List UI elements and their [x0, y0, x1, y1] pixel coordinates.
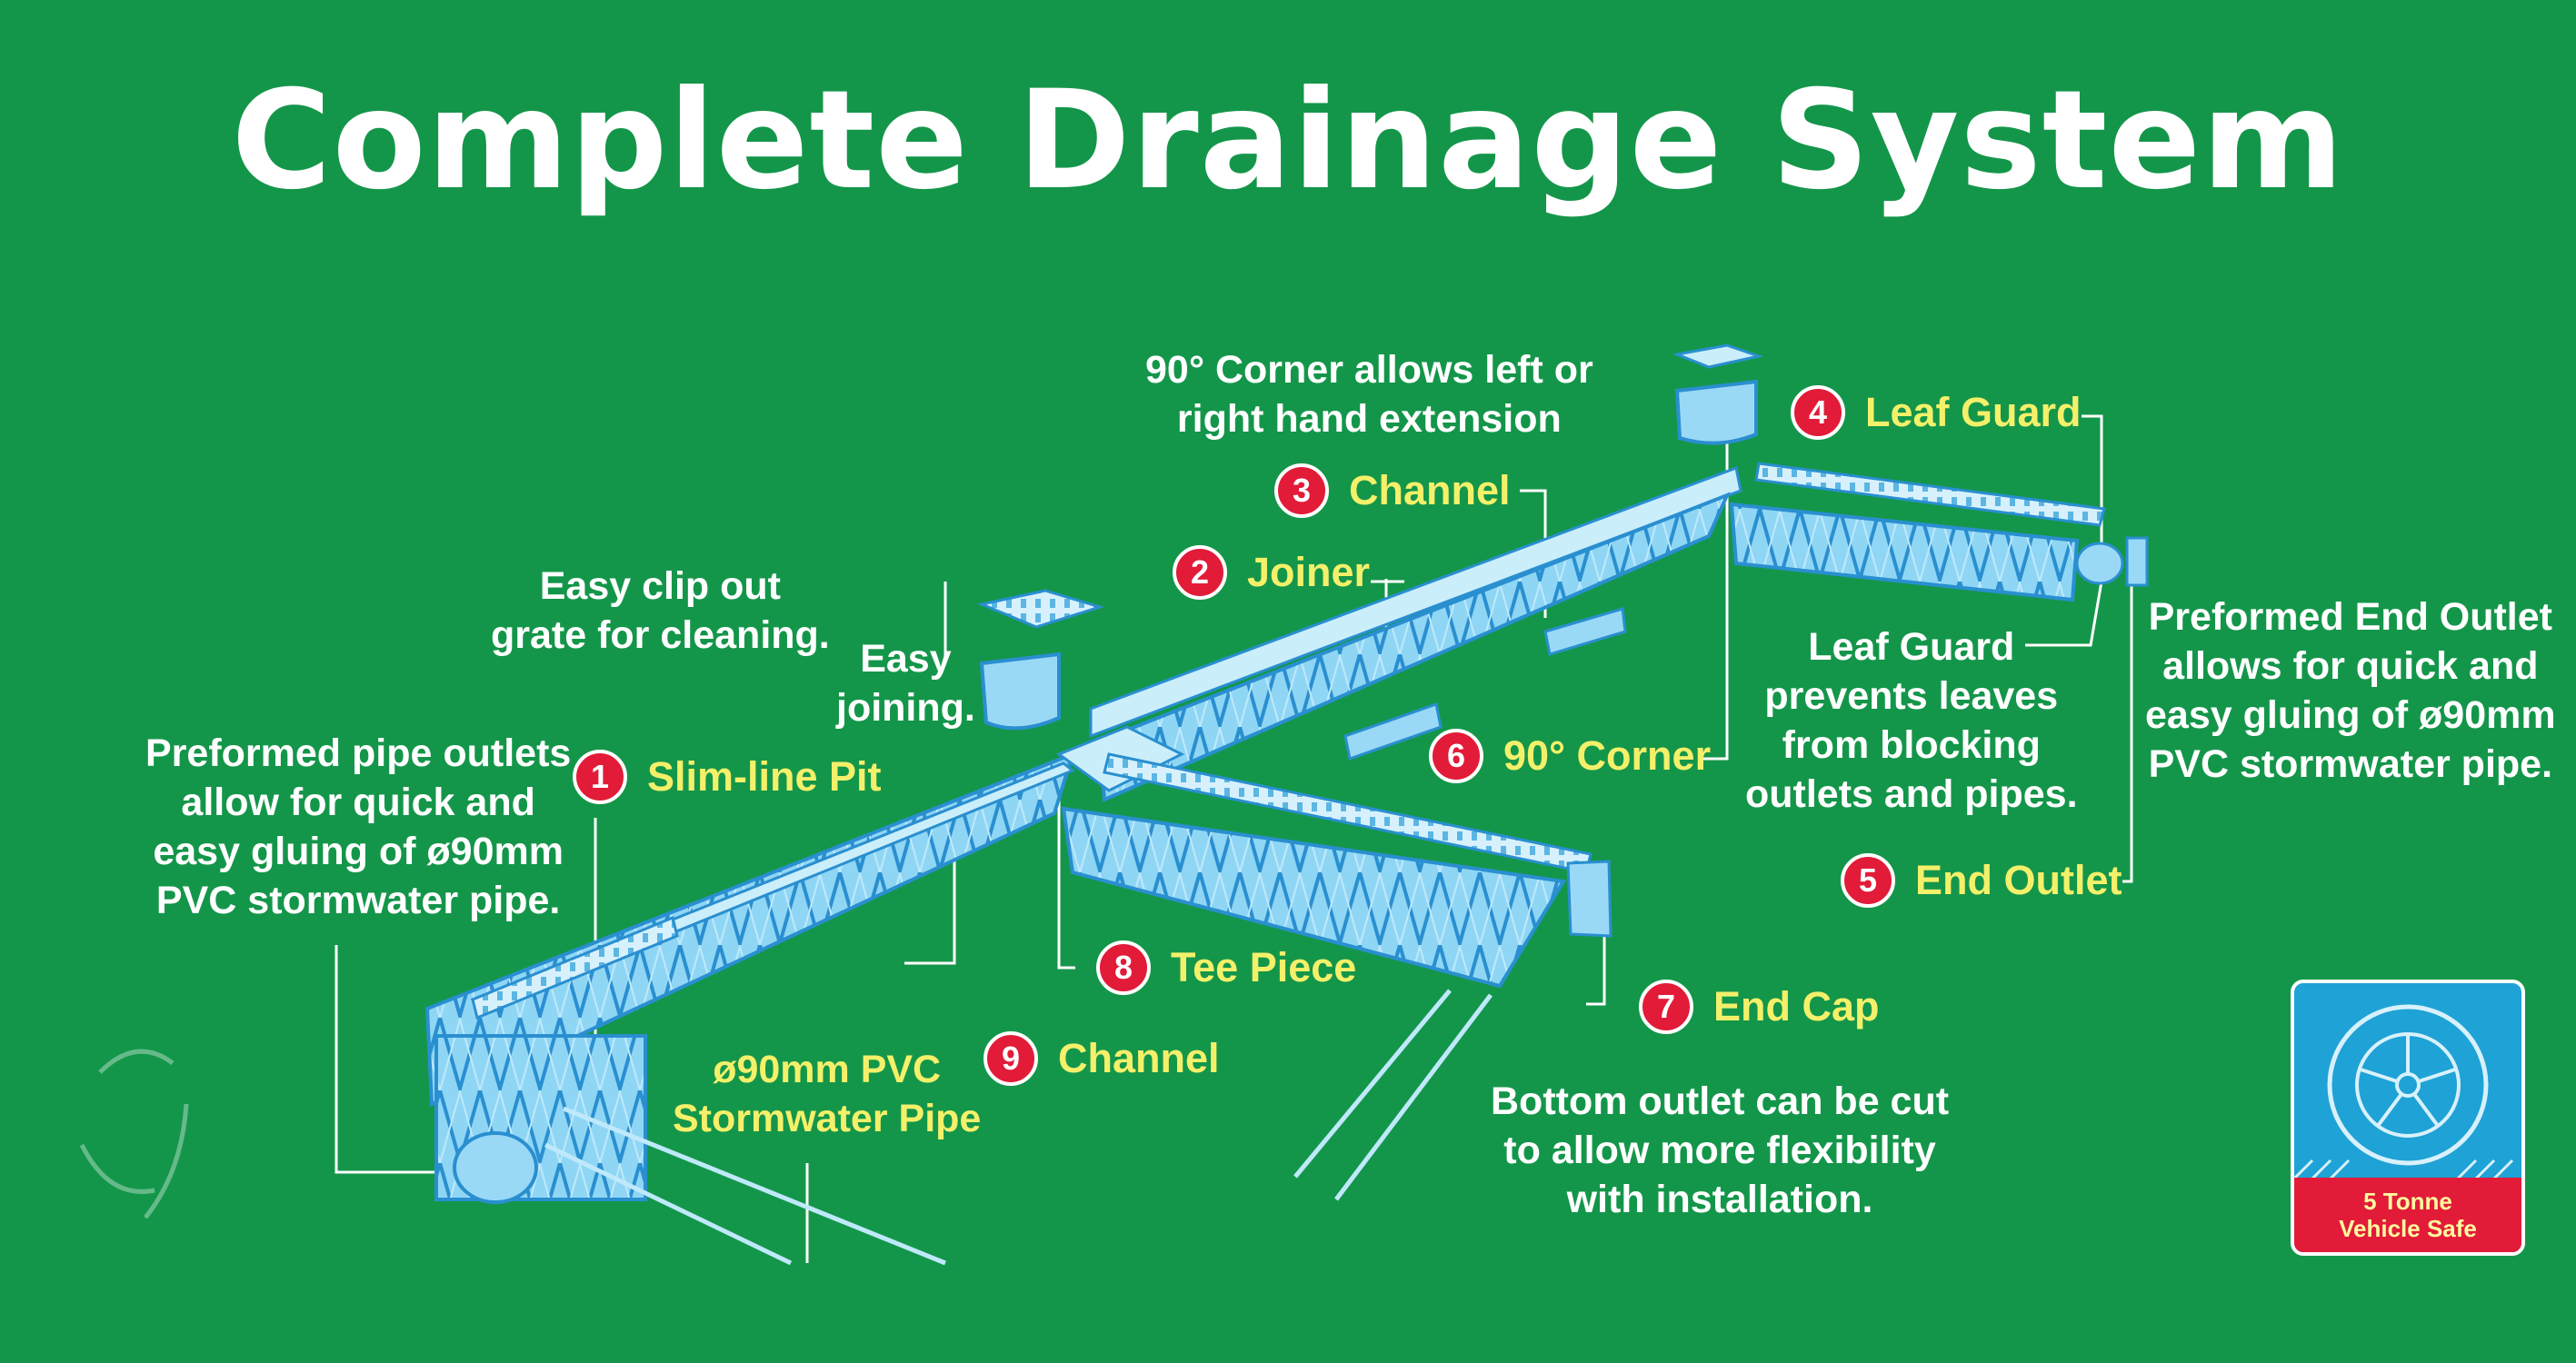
part-3-channel: 3 Channel — [1274, 463, 1511, 518]
part-number-badge: 3 — [1274, 463, 1329, 518]
loose-parts — [976, 343, 1764, 761]
part-number-badge: 1 — [573, 750, 627, 804]
part-7-end-cap: 7 End Cap — [1639, 980, 1880, 1034]
vehicle-safe-badge: 5 Tonne Vehicle Safe — [2291, 980, 2525, 1256]
part-number-badge: 2 — [1173, 545, 1227, 600]
part-8-tee-piece: 8 Tee Piece — [1096, 940, 1356, 995]
part-label: Channel — [1058, 1035, 1220, 1081]
callout-leaf-guard-description: Leaf Guard prevents leaves from blocking… — [1745, 625, 2078, 816]
part-number-badge: 6 — [1429, 729, 1483, 783]
page-title: Complete Drainage System — [231, 62, 2345, 220]
part-number-badge: 5 — [1841, 853, 1895, 908]
part-number-badge: 8 — [1096, 940, 1151, 995]
badge-label: 5 Tonne Vehicle Safe — [2294, 1178, 2521, 1252]
part-label: Leaf Guard — [1865, 389, 2082, 435]
part-9-channel: 9 Channel — [983, 1031, 1220, 1086]
left-channel — [424, 751, 1076, 1266]
part-label: 90° Corner — [1503, 732, 1712, 779]
wheel-icon — [2294, 1004, 2514, 1180]
part-label: Tee Piece — [1171, 944, 1357, 990]
part-5-end-outlet: 5 End Outlet — [1841, 853, 2122, 908]
part-number-badge: 7 — [1639, 980, 1693, 1034]
part-label: Joiner — [1247, 549, 1371, 595]
callout-clip-out-grate: Easy clip out grate for cleaning. — [491, 564, 830, 657]
part-2-joiner: 2 Joiner — [1173, 545, 1370, 600]
part-4-leaf-guard: 4 Leaf Guard — [1791, 385, 2082, 440]
callout-corner-extension: 90° Corner allows left or right hand ext… — [1145, 348, 1593, 441]
right-channel — [1729, 462, 2149, 602]
callout-pipe-outlets: Preformed pipe outlets allow for quick a… — [145, 731, 572, 922]
part-label: End Outlet — [1915, 857, 2122, 903]
callout-bottom-outlet: Bottom outlet can be cut to allow more f… — [1491, 1079, 1950, 1221]
leader-lines — [334, 414, 2141, 1263]
callout-end-outlet-description: Preformed End Outlet allows for quick an… — [2145, 595, 2556, 786]
part-number-badge: 9 — [983, 1031, 1038, 1086]
front-channel — [1055, 725, 1612, 1201]
callout-pvc-pipe: ø90mm PVC Stormwater Pipe — [673, 1048, 982, 1140]
part-1-slim-line-pit: 1 Slim-line Pit — [573, 750, 882, 804]
recycle-watermark — [79, 1049, 189, 1219]
part-6-90-corner: 6 90° Corner — [1429, 729, 1711, 783]
part-label: Channel — [1349, 467, 1511, 513]
part-number-badge: 4 — [1791, 385, 1845, 440]
part-label: Slim-line Pit — [647, 753, 882, 800]
callout-easy-joining: Easy joining. — [836, 637, 975, 730]
part-label: End Cap — [1713, 983, 1880, 1030]
